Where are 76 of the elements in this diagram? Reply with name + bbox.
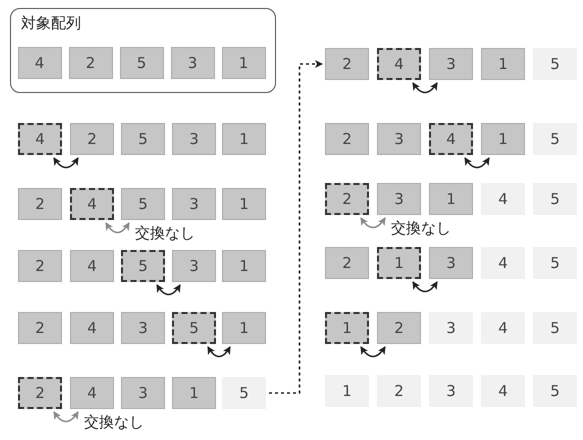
array-cell: 1 [222,123,266,155]
array-cell: 3 [377,123,421,155]
swap-arrow [360,217,386,228]
array-cell: 5 [120,46,164,78]
edge-label: 交換なし [135,224,195,242]
array-cell: 3 [429,247,473,279]
compared-cell: 4 [429,123,473,155]
array-cell: 3 [121,377,165,409]
compared-cell: 4 [377,48,421,80]
array-cell: 2 [70,123,114,155]
array-cell: 1 [222,250,266,282]
array-cell: 3 [429,48,473,80]
array-cell: 1 [222,312,266,344]
sorted-cell: 5 [533,312,577,344]
compared-cell: 4 [70,188,114,220]
swap-arrow [156,284,181,296]
array-cell: 4 [70,250,114,282]
flow-arrow [269,60,323,394]
array-cell: 2 [325,48,369,80]
swap-arrow [53,157,79,168]
array-frame [10,8,276,93]
array-cell: 4 [18,46,62,78]
compared-cell: 4 [18,123,62,155]
array-cell: 2 [325,123,369,155]
swap-arrow [207,346,231,358]
sorted-cell: 1 [325,375,369,407]
sorted-cell: 5 [533,123,577,155]
sorted-cell: 5 [533,375,577,407]
array-cell: 3 [172,250,216,282]
array-cell: 3 [172,123,216,155]
array-cell: 2 [68,46,112,78]
edge-label: 交換なし [84,413,144,431]
array-cell: 1 [481,48,525,80]
array-cell: 4 [70,312,114,344]
array-cell: 5 [121,123,165,155]
swap-arrow [412,82,438,94]
array-cell: 1 [222,46,266,78]
array-cell: 2 [377,312,421,344]
sorted-cell: 3 [429,312,473,344]
compared-cell: 1 [377,247,421,279]
array-cell: 3 [377,183,421,215]
array-cell: 1 [429,183,473,215]
compared-cell: 2 [18,377,62,409]
swap-arrow [464,157,490,168]
sorted-cell: 4 [481,312,525,344]
array-cell: 4 [70,377,114,409]
sorted-cell: 5 [222,377,266,409]
array-cell: 3 [172,188,216,220]
compared-cell: 5 [172,312,216,344]
compared-cell: 1 [325,312,369,344]
array-cell: 2 [18,250,62,282]
sorted-cell: 4 [481,247,525,279]
array-cell: 1 [222,188,266,220]
sorted-cell: 5 [533,48,577,80]
sorted-cell: 4 [481,183,525,215]
array-cell: 3 [121,312,165,344]
array-cell: 2 [325,247,369,279]
sorted-cell: 5 [533,183,577,215]
array-cell: 5 [121,188,165,220]
array-cell: 1 [172,377,216,409]
swap-arrow [412,281,438,292]
array-cell: 2 [18,312,62,344]
compared-cell: 5 [121,250,165,282]
array-cell: 2 [18,188,62,220]
sorted-cell: 5 [533,247,577,279]
swap-arrow [53,411,79,422]
sorted-cell: 3 [429,375,473,407]
array-cell: 3 [170,46,214,78]
compared-cell: 2 [325,183,369,215]
edge-label: 交換なし [391,219,451,237]
swap-arrow [105,222,130,234]
sorted-cell: 2 [377,375,421,407]
array-title: 対象配列 [21,14,81,33]
array-cell: 1 [481,123,525,155]
sorted-cell: 4 [481,375,525,407]
swap-arrow [360,346,386,358]
